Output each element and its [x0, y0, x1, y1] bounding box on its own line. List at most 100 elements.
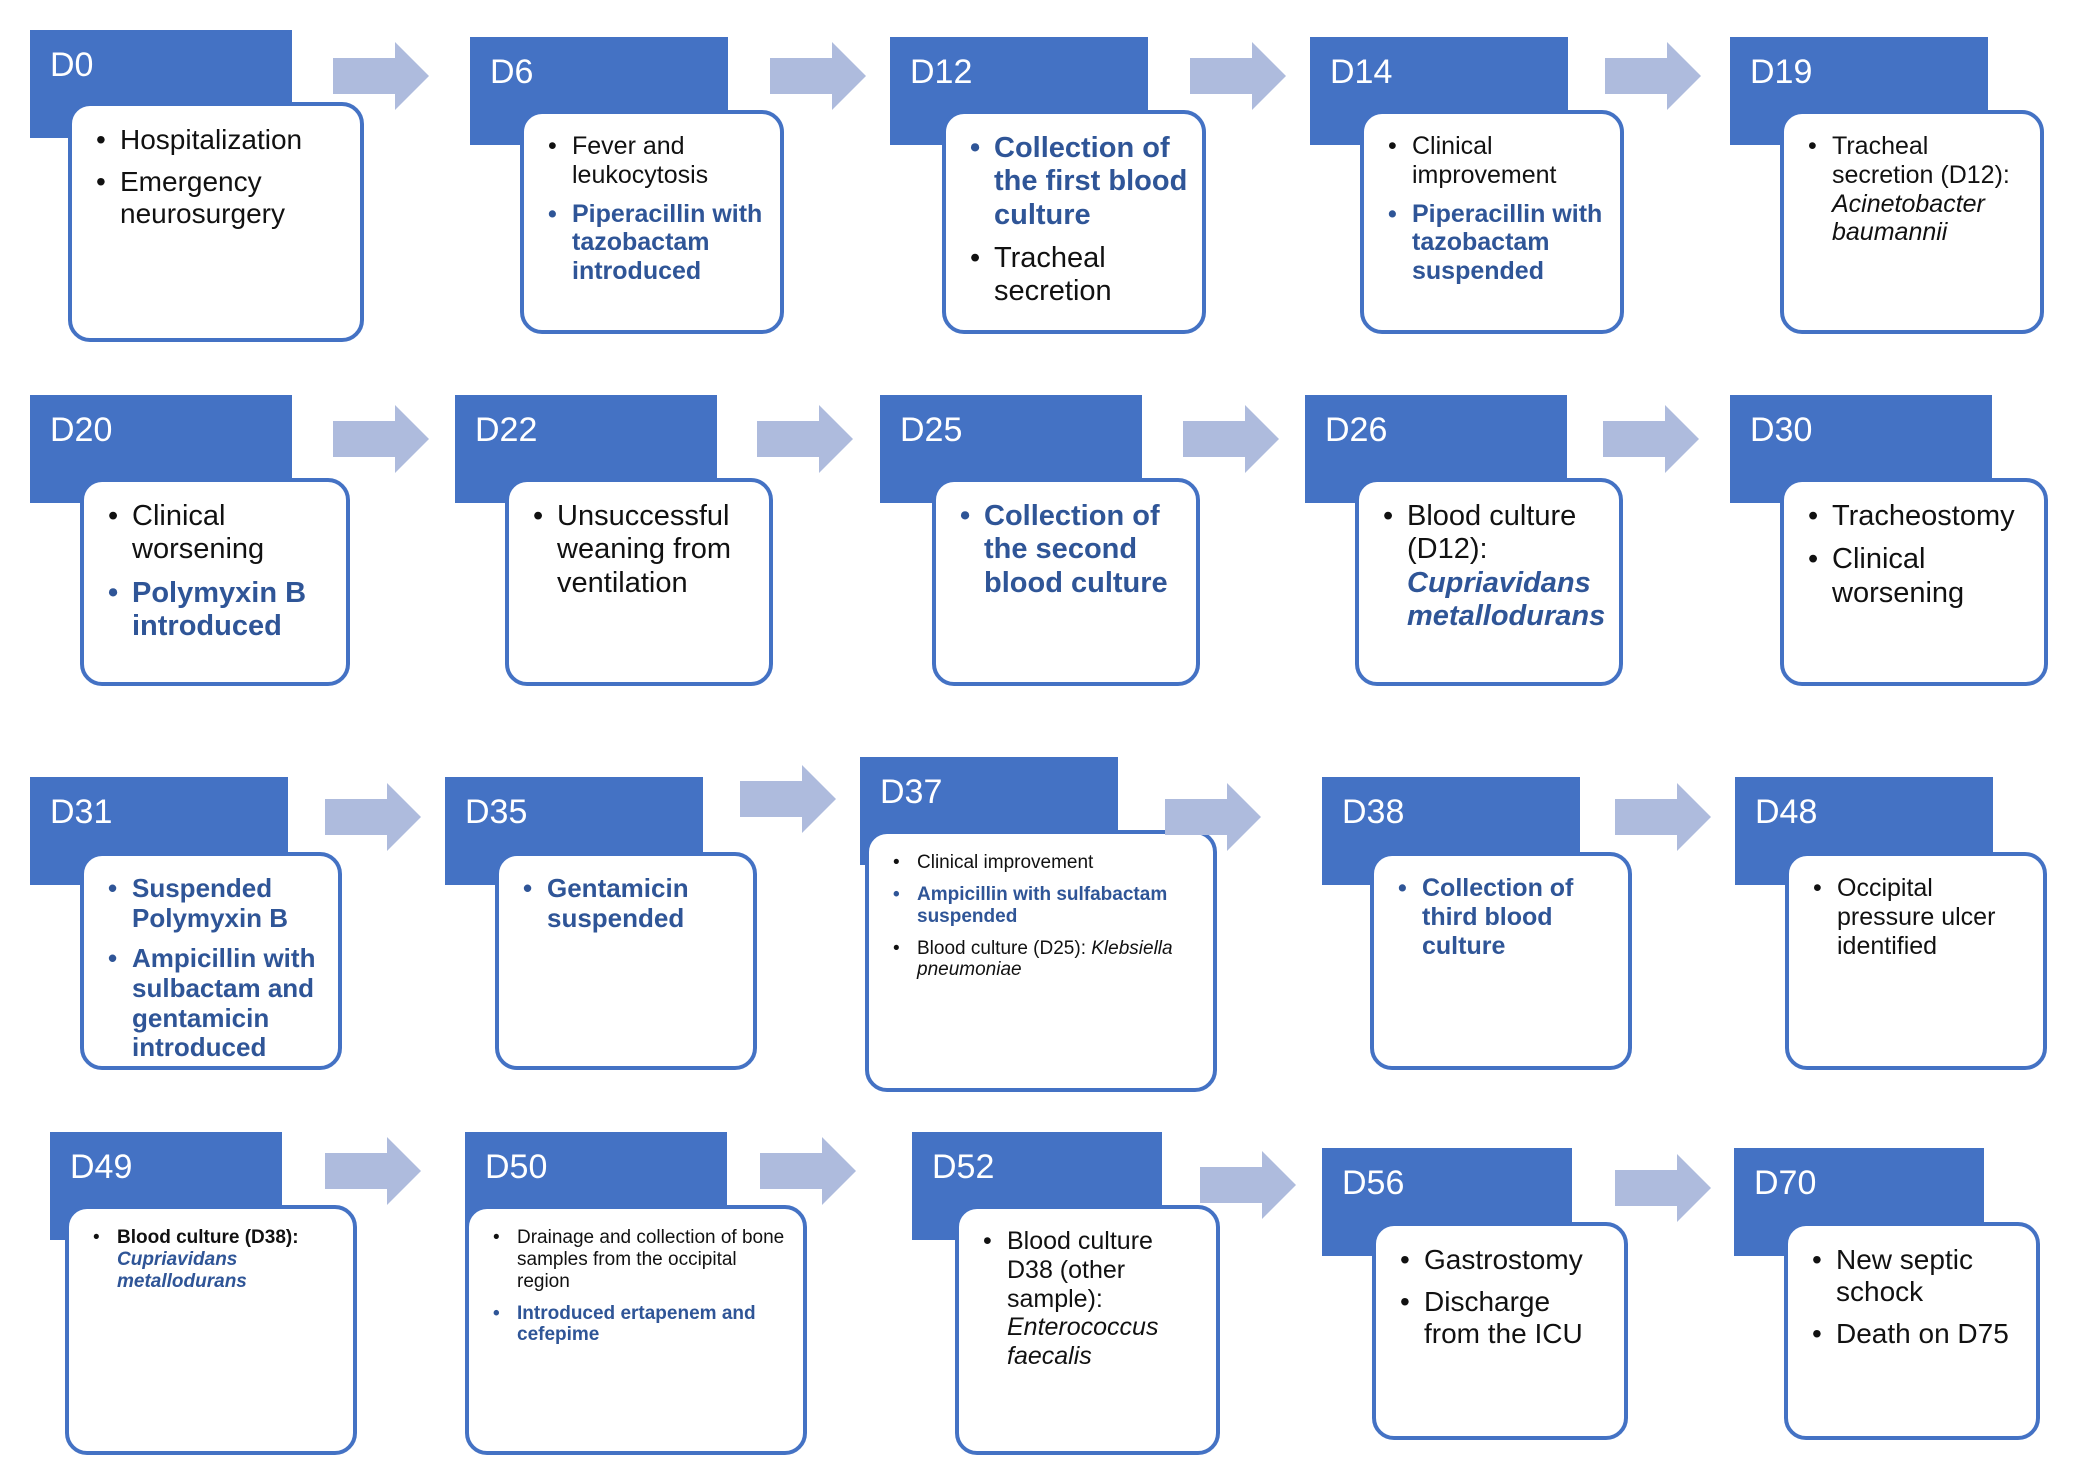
event-item: Collection of the second blood culture — [960, 500, 1184, 600]
event-card: Tracheal secretion (D12): Acinetobacter … — [1780, 110, 2044, 334]
event-text: Death on D75 — [1836, 1318, 2009, 1350]
event-text: Clinical improvement — [917, 852, 1094, 873]
event-item: Blood culture (D38): Cupriavidans metall… — [93, 1227, 341, 1293]
event-card: Fever and leukocytosisPiperacillin with … — [520, 110, 784, 334]
event-list: Collection of the first blood cultureTra… — [970, 132, 1190, 309]
right-arrow-icon — [1190, 42, 1286, 110]
event-card: Clinical worseningPolymyxin B introduced — [80, 478, 350, 686]
event-item: Ampicillin with sulbactam and gentamicin… — [108, 942, 326, 1064]
right-arrow-icon — [1183, 405, 1279, 473]
event-text: Blood culture (D25): — [917, 937, 1086, 959]
event-item: Blood culture (D12): Cupriavidans metall… — [1383, 500, 1607, 633]
event-text: Suspended Polymyxin B — [132, 873, 289, 933]
event-item: New septic schock — [1812, 1244, 2024, 1308]
event-item: Gastrostomy — [1400, 1244, 1612, 1276]
event-item: Tracheostomy — [1808, 500, 2032, 534]
event-list: Clinical improvementAmpicillin with sulf… — [893, 852, 1201, 981]
event-list: Suspended Polymyxin B Ampicillin with sul… — [108, 873, 326, 1064]
event-text: Tracheostomy — [1832, 500, 2015, 532]
event-text: Clinical worsening — [1832, 543, 1965, 609]
event-item: Piperacillin with tazobactam suspended — [1388, 200, 1608, 286]
event-text: Collection of the first blood culture — [994, 132, 1188, 231]
event-item: Collection of third blood culture — [1398, 874, 1616, 960]
event-list: TracheostomyClinical worsening — [1808, 500, 2032, 610]
event-text: Unsuccessful weaning from ventilation — [557, 500, 732, 599]
organism-name: Enterococcus faecalis — [1007, 1313, 1159, 1370]
event-item: Clinical improvement — [893, 852, 1201, 874]
right-arrow-icon — [757, 405, 853, 473]
right-arrow-icon — [325, 1137, 421, 1205]
event-item: Clinical worsening — [1808, 543, 2032, 610]
event-card: Blood culture (D38): Cupriavidans metall… — [65, 1205, 357, 1455]
event-list: Unsuccessful weaning from ventilation — [533, 500, 757, 600]
event-list: GastrostomyDischarge from the ICU — [1400, 1244, 1612, 1351]
event-card: Gentamicin suspended — [495, 852, 757, 1070]
event-list: Gentamicin suspended — [523, 873, 741, 934]
event-list: Clinical improvementPiperacillin with ta… — [1388, 132, 1608, 286]
event-card: TracheostomyClinical worsening — [1780, 478, 2048, 686]
event-text: Emergency neurosurgery — [120, 166, 285, 230]
event-item: Emergency neurosurgery — [96, 166, 348, 230]
event-text: Blood culture (D12): — [1407, 500, 1577, 566]
right-arrow-icon — [1615, 1154, 1711, 1222]
event-card: HospitalizationEmergency neurosurgery — [68, 102, 364, 342]
event-text: Piperacillin with tazobactam suspended — [1412, 199, 1603, 286]
event-item: Introduced ertapenem and cefepime — [493, 1303, 791, 1347]
right-arrow-icon — [1200, 1151, 1296, 1219]
right-arrow-icon — [333, 405, 429, 473]
event-card: Drainage and collection of bone samples … — [465, 1205, 807, 1455]
organism-name: Acinetobacter baumannii — [1832, 189, 1985, 247]
event-list: Blood culture D38 (other sample): Entero… — [983, 1227, 1204, 1371]
event-text: Introduced ertapenem and cefepime — [517, 1302, 756, 1346]
event-text: Piperacillin with tazobactam introduced — [572, 199, 763, 286]
event-card: GastrostomyDischarge from the ICU — [1372, 1222, 1628, 1440]
event-card: Collection of third blood culture — [1370, 852, 1632, 1070]
event-text: Discharge from the ICU — [1424, 1286, 1583, 1350]
right-arrow-icon — [1603, 405, 1699, 473]
event-text: Fever and leukocytosis — [572, 132, 709, 189]
event-text: Gastrostomy — [1424, 1244, 1583, 1275]
event-card: New septic schockDeath on D75 — [1784, 1222, 2040, 1440]
event-text: Blood culture (D38): — [117, 1227, 299, 1248]
event-list: Clinical worseningPolymyxin B introduced — [108, 500, 334, 643]
organism-name: Cupriavidans metallodurans — [117, 1248, 247, 1292]
event-text: Tracheal secretion — [994, 242, 1112, 308]
event-item: Hospitalization — [96, 124, 348, 156]
event-item: Tracheal secretion (D12): Acinetobacter … — [1808, 132, 2028, 247]
right-arrow-icon — [770, 42, 866, 110]
event-list: Occipital pressure ulcer identified — [1813, 874, 2031, 960]
event-item: Clinical worsening — [108, 500, 334, 567]
day-label: D22 — [455, 395, 717, 503]
right-arrow-icon — [333, 42, 429, 110]
event-item: Tracheal secretion — [970, 242, 1190, 309]
event-item: Clinical improvement — [1388, 132, 1608, 190]
event-list: Drainage and collection of bone samples … — [493, 1227, 791, 1346]
organism-name: Klebsiella pneumoniae — [917, 937, 1173, 981]
event-text: Drainage and collection of bone samples … — [517, 1227, 785, 1292]
event-text: New septic schock — [1836, 1244, 1973, 1308]
event-list: Collection of the second blood culture — [960, 500, 1184, 600]
event-item: Blood culture (D25): Klebsiella pneumoni… — [893, 938, 1201, 982]
right-arrow-icon — [1605, 42, 1701, 110]
event-item: Suspended Polymyxin B — [108, 873, 326, 934]
event-text: Ampicillin with sulbactam and gentamicin… — [132, 942, 316, 1063]
event-text: Clinical worsening — [132, 500, 265, 566]
event-card: Collection of the second blood culture — [932, 478, 1200, 686]
event-list: Tracheal secretion (D12): Acinetobacter … — [1808, 132, 2028, 247]
event-item: Gentamicin suspended — [523, 873, 741, 934]
right-arrow-icon — [760, 1137, 856, 1205]
event-item: Death on D75 — [1812, 1318, 2024, 1350]
event-card: Blood culture D38 (other sample): Entero… — [955, 1205, 1220, 1455]
event-item: Piperacillin with tazobactam introduced — [548, 200, 768, 286]
right-arrow-icon — [1165, 783, 1261, 851]
event-item: Unsuccessful weaning from ventilation — [533, 500, 757, 600]
event-list: Blood culture (D12): Cupriavidans metall… — [1383, 500, 1607, 633]
event-card: Blood culture (D12): Cupriavidans metall… — [1355, 478, 1623, 686]
event-text: Collection of the second blood culture — [984, 500, 1168, 599]
event-list: Blood culture (D38): Cupriavidans metall… — [93, 1227, 341, 1293]
event-text: Occipital pressure ulcer identified — [1837, 874, 1996, 960]
event-item: Collection of the first blood culture — [970, 132, 1190, 232]
event-item: Blood culture D38 (other sample): Entero… — [983, 1227, 1204, 1371]
event-list: New septic schockDeath on D75 — [1812, 1244, 2024, 1351]
event-item: Occipital pressure ulcer identified — [1813, 874, 2031, 960]
